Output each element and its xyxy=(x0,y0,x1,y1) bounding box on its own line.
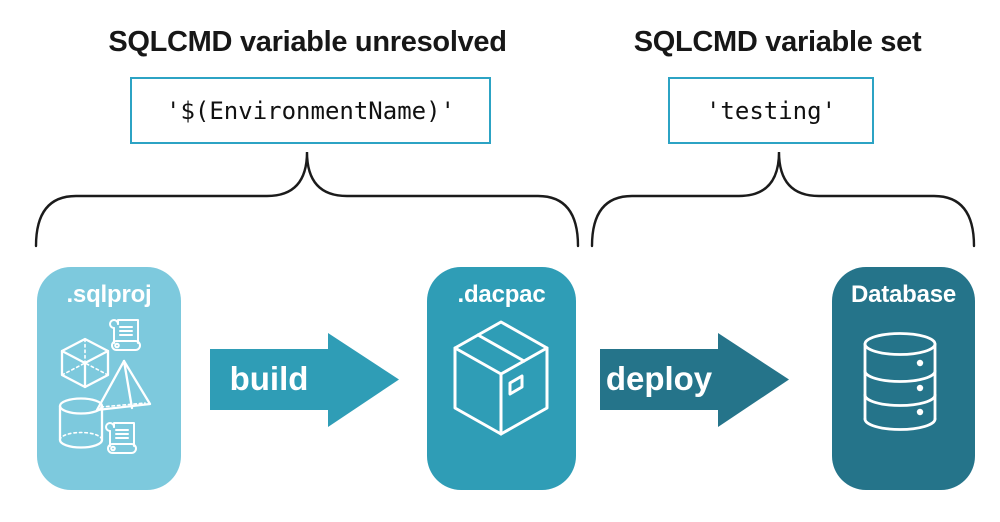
unresolved-variable-text: '$(EnvironmentName)' xyxy=(166,96,455,125)
cube-icon xyxy=(60,337,110,389)
cylinder-icon xyxy=(58,397,104,449)
left-brace xyxy=(34,151,580,248)
pyramid-icon xyxy=(95,359,152,412)
right-heading: SQLCMD variable set xyxy=(633,26,922,58)
right-brace xyxy=(590,151,976,248)
package-icon xyxy=(453,320,549,436)
deploy-label: deploy xyxy=(605,360,713,397)
stage-database: Database xyxy=(832,267,975,490)
left-heading: SQLCMD variable unresolved xyxy=(108,26,507,58)
stage-dacpac-label: .dacpac xyxy=(457,281,546,308)
script-icon-2 xyxy=(105,422,137,454)
braces-group xyxy=(34,151,976,248)
stage-database-label: Database xyxy=(850,281,957,308)
sql-objects-icon xyxy=(58,319,152,454)
stage-sqlproj: .sqlproj xyxy=(37,267,181,490)
script-icon xyxy=(109,319,141,351)
build-label: build xyxy=(229,360,309,397)
unresolved-variable-box: '$(EnvironmentName)' xyxy=(130,77,491,144)
database-icon xyxy=(863,332,937,431)
stage-dacpac: .dacpac xyxy=(427,267,576,490)
stage-sqlproj-label: .sqlproj xyxy=(66,281,152,308)
resolved-variable-text: 'testing' xyxy=(705,96,837,125)
resolved-variable-box: 'testing' xyxy=(668,77,874,144)
